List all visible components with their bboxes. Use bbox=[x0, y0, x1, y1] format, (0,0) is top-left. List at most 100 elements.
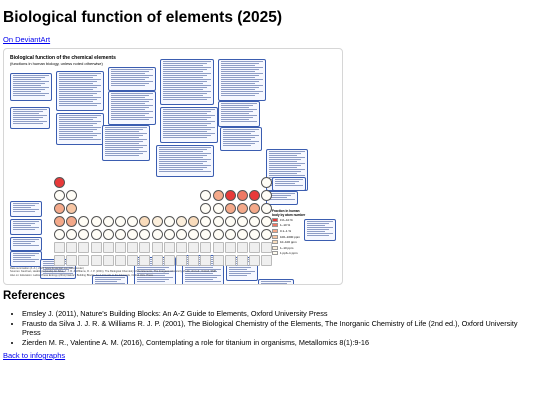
function-annotation-box bbox=[304, 219, 336, 241]
element-cell bbox=[212, 203, 224, 214]
legend-swatch bbox=[272, 223, 278, 228]
annotation-text-line bbox=[110, 69, 153, 70]
annotation-text-line bbox=[268, 155, 297, 156]
element-cell bbox=[66, 229, 78, 240]
element-cell bbox=[78, 216, 90, 227]
element-cell bbox=[249, 242, 261, 253]
annotation-text-line bbox=[162, 113, 207, 114]
annotation-text-line bbox=[104, 140, 143, 142]
annotation-text-line bbox=[162, 122, 211, 124]
annotation-text-line bbox=[184, 274, 221, 276]
annotation-text-line bbox=[12, 92, 49, 94]
element-cell bbox=[224, 242, 236, 253]
reference-item: Emsley J. (2011), Nature’s Building Bloc… bbox=[22, 309, 537, 319]
annotation-text-line bbox=[268, 197, 287, 198]
element-cell bbox=[261, 190, 273, 201]
annotation-text-line bbox=[220, 61, 263, 62]
annotation-text-line bbox=[268, 164, 301, 166]
annotation-text-line bbox=[162, 69, 207, 70]
element-cell bbox=[54, 216, 65, 227]
annotation-text-line bbox=[110, 101, 149, 102]
annotation-text-line bbox=[12, 261, 35, 262]
element-cell bbox=[127, 255, 139, 266]
element-cell bbox=[224, 190, 236, 201]
infographic-title: Biological function of the chemical elem… bbox=[10, 55, 116, 61]
element-cell bbox=[151, 255, 163, 266]
annotation-text-line bbox=[162, 71, 203, 72]
element-cell bbox=[249, 255, 261, 266]
function-annotation-box bbox=[92, 275, 128, 284]
infographic-subtitle: (functions in human biology, unless note… bbox=[10, 61, 103, 66]
annotation-text-line bbox=[110, 114, 145, 116]
annotation-text-line bbox=[12, 243, 31, 244]
element-cell bbox=[151, 229, 163, 240]
annotation-text-line bbox=[58, 79, 101, 80]
element-cell bbox=[78, 255, 90, 266]
element-cell bbox=[90, 255, 102, 266]
annotation-text-line bbox=[12, 229, 35, 230]
function-annotation-box bbox=[258, 279, 294, 284]
annotation-text-line bbox=[110, 108, 145, 110]
annotation-text-line bbox=[12, 111, 43, 112]
element-cell bbox=[102, 242, 114, 253]
back-to-infographs-link[interactable]: Back to infographs bbox=[3, 351, 66, 360]
element-cell bbox=[200, 216, 212, 227]
annotation-text-line bbox=[110, 73, 145, 74]
annotation-text-line bbox=[268, 170, 301, 172]
credits-line: Data summation (A. A.), 2025 (www.devian… bbox=[10, 267, 84, 270]
annotation-text-line bbox=[220, 90, 263, 92]
legend-swatch bbox=[272, 251, 278, 256]
function-annotation-box bbox=[56, 71, 104, 111]
annotation-text-line bbox=[268, 163, 305, 164]
deviantart-link[interactable]: On DeviantArt bbox=[3, 35, 51, 44]
annotation-text-line bbox=[104, 131, 139, 132]
annotation-text-line bbox=[12, 79, 41, 80]
element-cell bbox=[163, 229, 175, 240]
element-cell bbox=[176, 255, 187, 266]
annotation-text-line bbox=[162, 117, 211, 118]
annotation-text-line bbox=[158, 166, 207, 168]
element-cell bbox=[54, 203, 65, 214]
element-cell bbox=[237, 242, 248, 253]
element-cell bbox=[163, 255, 175, 266]
function-annotation-box bbox=[272, 177, 306, 191]
annotation-text-line bbox=[306, 227, 333, 228]
element-cell bbox=[200, 203, 212, 214]
annotation-text-line bbox=[12, 211, 35, 212]
annotation-text-line bbox=[222, 137, 255, 138]
annotation-text-line bbox=[94, 277, 125, 278]
annotation-text-line bbox=[158, 170, 211, 172]
element-cell bbox=[127, 229, 139, 240]
annotation-text-line bbox=[220, 80, 259, 82]
annotation-text-line bbox=[12, 259, 39, 260]
annotation-text-line bbox=[110, 97, 145, 98]
annotation-text-line bbox=[220, 113, 249, 114]
annotation-text-line bbox=[58, 96, 101, 98]
function-annotation-box bbox=[160, 107, 218, 143]
annotation-text-line bbox=[12, 90, 41, 92]
function-annotation-box bbox=[220, 127, 262, 151]
annotation-text-line bbox=[58, 136, 93, 138]
element-cell bbox=[261, 177, 273, 188]
annotation-text-line bbox=[268, 195, 291, 196]
annotation-text-line bbox=[110, 75, 153, 76]
legend-row: 1–10 ppm bbox=[272, 245, 305, 251]
annotation-text-line bbox=[94, 281, 117, 282]
annotation-text-line bbox=[110, 110, 153, 112]
annotation-text-line bbox=[184, 272, 213, 274]
element-cell bbox=[200, 242, 212, 253]
annotation-text-line bbox=[268, 193, 295, 194]
annotation-text-line bbox=[220, 63, 259, 64]
annotation-text-line bbox=[104, 152, 143, 154]
annotation-text-line bbox=[184, 280, 221, 282]
annotation-text-line bbox=[12, 245, 39, 246]
annotation-text-line bbox=[12, 87, 49, 88]
annotation-text-line bbox=[268, 161, 297, 162]
annotation-text-line bbox=[58, 77, 93, 78]
annotation-text-line bbox=[184, 270, 217, 272]
annotation-text-line bbox=[58, 121, 101, 122]
annotation-text-line bbox=[94, 279, 121, 280]
legend-label: 10–100 ppm bbox=[280, 240, 297, 245]
element-cell bbox=[66, 216, 78, 227]
legend-title-line1: Fraction in human bbox=[272, 209, 300, 213]
